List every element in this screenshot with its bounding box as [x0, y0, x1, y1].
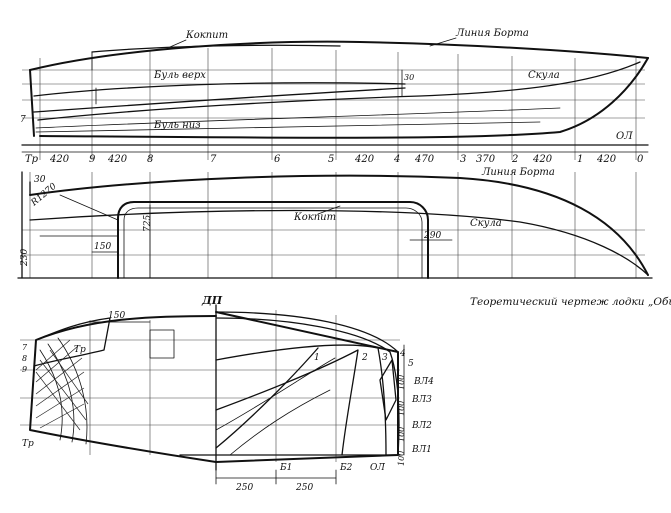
body-plan-wl3-label: ВЛ3 [411, 395, 432, 405]
spacing-label-2: 420 [107, 154, 128, 165]
body-plan-wl-spacing-1: 100 [397, 375, 406, 390]
plan-dim-725: 725 [143, 215, 153, 232]
body-plan-base-label: ОЛ [370, 463, 385, 473]
spacing-label-4: 470 [414, 154, 435, 165]
body-plan-dim-150: 150 [108, 311, 125, 321]
profile-baseline-label: ОЛ [616, 131, 633, 142]
station-label-2: 2 [511, 154, 518, 165]
profile-dim-7: 7 [20, 115, 26, 125]
plan-chine-line [29, 209, 649, 276]
body-plan-section-label-4: 4 [399, 349, 406, 359]
station-label-7: 7 [210, 154, 217, 165]
station-label-4: 4 [393, 154, 400, 165]
body-plan-station-8: 8 [22, 354, 27, 363]
profile-chine-line [37, 61, 641, 121]
station-label-3: 3 [460, 154, 466, 165]
body-plan-centerline-label: ДП [201, 294, 223, 307]
station-label-6: 6 [274, 154, 281, 165]
profile-view: Кокпит Линия Борта Скула Буль верх Буль … [20, 28, 649, 165]
body-plan-section-8 [47, 343, 75, 443]
profile-cockpit-rim [91, 44, 341, 53]
profile-buttock-1 [35, 107, 561, 129]
profile-wale-bottom [33, 87, 406, 113]
body-plan-station-7: 7 [22, 343, 28, 352]
plan-cockpit-outline [117, 201, 429, 279]
body-plan-section-label-5: 5 [408, 359, 414, 369]
profile-chine-label: Скула [528, 70, 560, 81]
profile-wale-top-label: Буль верх [153, 70, 206, 81]
body-plan-section-4 [215, 317, 400, 456]
spacing-label-1: 420 [49, 154, 70, 165]
station-label-8: 8 [147, 154, 153, 165]
profile-wale-bottom-label: Буль низ [153, 120, 201, 131]
profile-cockpit-label: Кокпит [185, 30, 228, 41]
profile-stem-keel [39, 57, 649, 139]
body-plan-transom-lower-label: Тр [22, 439, 34, 449]
plan-sheer-line-label: Линия Борта [481, 167, 555, 178]
body-plan-outer-left [29, 315, 217, 463]
spacing-label-3: 420 [354, 154, 375, 165]
body-plan-section-7 [57, 337, 88, 445]
spacing-label-5: 370 [476, 154, 496, 165]
body-plan-transom-label: Тр [74, 345, 86, 355]
body-plan-view: ДП 150 Тр Тр 7 8 9 1 2 3 4 5 ВЛ4 ВЛ3 ВЛ2… [20, 294, 434, 493]
body-plan-section-9 [39, 349, 63, 441]
body-plan-section-1 [215, 347, 319, 449]
profile-station-grid [22, 48, 645, 160]
body-plan-section-2 [215, 349, 359, 456]
body-plan-hatch [35, 339, 89, 431]
plan-cockpit-label: Кокпит [293, 212, 336, 223]
profile-dim-30: 30 [404, 73, 414, 82]
body-plan-buttock-2: Б2 [339, 463, 353, 473]
profile-sheer-line-label: Линия Борта [455, 28, 529, 39]
plan-view: Линия Борта Скула Кокпит R1270 30 725 15… [17, 167, 653, 279]
plan-dim-30: 30 [34, 175, 46, 185]
plan-station-grid [22, 172, 645, 278]
body-plan-transom [33, 317, 111, 367]
body-plan-buttock-spacing-2: 250 [295, 483, 313, 493]
profile-wale-top [33, 82, 406, 97]
station-label-1: 1 [577, 154, 583, 165]
spacing-label-6: 420 [532, 154, 553, 165]
body-plan-section-label-2: 2 [361, 353, 368, 363]
body-plan-section-label-3: 3 [382, 353, 388, 363]
plan-chine-label: Скула [470, 218, 502, 229]
profile-sheer-line [29, 40, 649, 71]
body-plan-wl-spacing-2: 100 [397, 401, 406, 416]
body-plan-buttock-1: Б1 [279, 463, 292, 473]
body-plan-station-9: 9 [22, 365, 27, 374]
body-plan-wl-spacing-4: 100 [397, 451, 406, 466]
plan-sheer-line [29, 174, 649, 276]
station-label-0: 0 [637, 154, 644, 165]
plan-dim-230: 230 [20, 249, 30, 267]
body-plan-wl-spacing-3: 100 [397, 427, 406, 442]
body-plan-section-label-1: 1 [314, 353, 320, 363]
station-label-9: 9 [89, 154, 96, 165]
station-label-5: 5 [328, 154, 334, 165]
body-plan-wl4-label: ВЛ4 [413, 377, 434, 387]
station-label-tr: Тр [25, 154, 39, 165]
body-plan-buttock-spacing-1: 250 [235, 483, 253, 493]
body-plan-outer-right [215, 311, 399, 463]
spacing-label-7: 420 [596, 154, 617, 165]
body-plan-grid [20, 310, 400, 462]
plan-dim-290: 290 [423, 231, 441, 241]
drawing-caption: Теоретический чертеж лодки „Обь“ [470, 296, 671, 308]
body-plan-wl2-label: ВЛ2 [411, 421, 432, 431]
plan-dim-150: 150 [94, 242, 111, 252]
body-plan-section-5 [215, 311, 399, 353]
profile-buttock-2 [35, 121, 541, 133]
profile-transom [29, 69, 35, 137]
body-plan-wl1-label: ВЛ1 [411, 445, 432, 455]
